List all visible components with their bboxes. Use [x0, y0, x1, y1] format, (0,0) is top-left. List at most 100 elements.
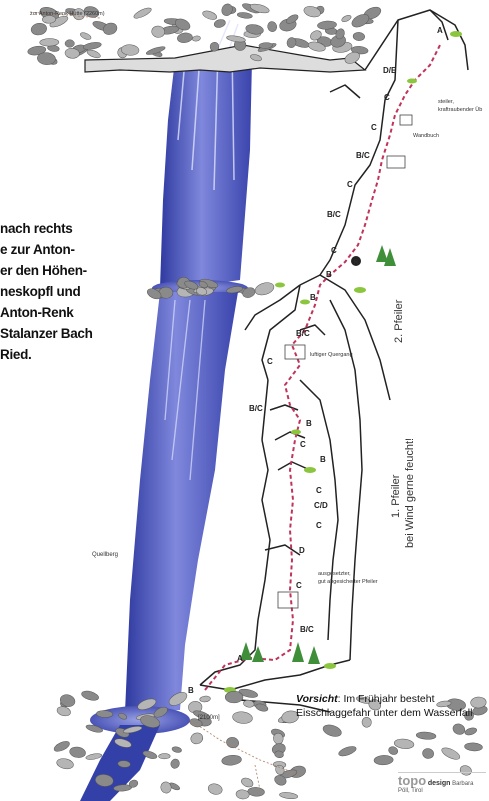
- description-line: Ried.: [0, 344, 175, 365]
- description-line: Anton-Renk: [0, 302, 175, 323]
- boulder: [353, 32, 365, 41]
- boulder: [464, 742, 483, 751]
- topo-design-logo: topo design Barbara Pöll, Tirol: [398, 772, 486, 797]
- boulder: [40, 38, 59, 46]
- boulder: [207, 782, 223, 796]
- grade-label: C: [331, 246, 337, 255]
- grade-label: C: [267, 357, 273, 366]
- grade-label: B/C: [300, 625, 314, 634]
- boulder: [226, 35, 246, 44]
- pillar-2-label: 2. Pfeiler: [393, 299, 405, 343]
- grade-label: B/C: [356, 151, 370, 160]
- boulder: [171, 746, 182, 753]
- boulder: [133, 6, 153, 20]
- logo-mark: topo: [398, 773, 426, 788]
- description-line: Stalanzer Bach: [0, 323, 175, 344]
- boulder: [225, 691, 243, 703]
- boulder: [225, 736, 240, 749]
- grade-label: B/C: [249, 404, 263, 413]
- grade-label: C: [296, 581, 302, 590]
- boulder: [151, 25, 166, 38]
- boulder: [83, 41, 102, 50]
- grade-label: C/D: [314, 501, 328, 510]
- warning-box: Vorsicht: Im Frühjahr besteht Eisschlagg…: [296, 692, 489, 720]
- grade-label: C: [300, 440, 306, 449]
- grade-label: A: [437, 26, 443, 35]
- steep-note-2: kraftraubender Üb: [438, 106, 482, 113]
- description-line: e zur Anton-: [0, 239, 175, 260]
- boulder: [199, 696, 210, 703]
- grade-label: B/C: [296, 329, 310, 338]
- boulder: [232, 711, 253, 725]
- boulder: [221, 754, 242, 766]
- boulder: [374, 755, 394, 765]
- wandbuch-label: Wandbuch: [413, 133, 439, 139]
- boulder: [240, 776, 254, 788]
- boulder: [69, 746, 86, 759]
- description-line: er den Höhen-: [0, 260, 175, 281]
- boulder: [210, 42, 219, 51]
- boulder: [213, 18, 226, 28]
- boulder: [201, 9, 217, 21]
- traverse-note: luftiger Quergang: [310, 352, 353, 358]
- grade-label: A: [237, 654, 243, 663]
- boulder: [65, 40, 74, 48]
- boulder: [177, 32, 193, 44]
- description-line: nach rechts: [0, 218, 175, 239]
- boulder: [422, 747, 435, 759]
- boulder: [440, 745, 461, 761]
- boulder: [259, 42, 273, 49]
- grade-label: B/C: [327, 210, 341, 219]
- boulder: [192, 35, 201, 42]
- boulder: [341, 14, 352, 23]
- grade-label: C: [316, 486, 322, 495]
- faded-note: Quellberg: [92, 552, 118, 558]
- warning-text-1: : Im Frühjahr besteht: [338, 693, 435, 705]
- boulder: [53, 739, 71, 753]
- wind-note-label: bei Wind gerne feucht!: [404, 438, 416, 548]
- exposed-note-2: gut abgesicherter Pfeiler: [318, 579, 378, 585]
- boulder: [464, 727, 478, 737]
- boulder: [247, 787, 264, 797]
- boulder: [236, 789, 250, 799]
- boulder: [86, 48, 101, 59]
- boulder: [79, 31, 92, 41]
- boulder: [81, 689, 100, 702]
- grass-tufts: [224, 31, 462, 693]
- boulder: [170, 758, 181, 770]
- grade-label: B: [326, 270, 332, 279]
- boulder: [159, 753, 171, 759]
- boulder: [189, 731, 204, 745]
- trees: [240, 245, 396, 664]
- boulder: [394, 738, 415, 749]
- grade-label: C: [347, 180, 353, 189]
- grade-label: D/E: [383, 66, 397, 75]
- description-line: neskopfl und: [0, 281, 175, 302]
- bottom-elevation-label: [2100m]: [198, 715, 220, 721]
- boulder: [85, 753, 102, 761]
- boulder: [56, 705, 72, 717]
- boulder: [451, 722, 466, 736]
- boulder: [249, 2, 270, 14]
- boulder: [30, 22, 47, 36]
- grade-label: B: [306, 419, 312, 428]
- logo-word: design: [428, 780, 451, 787]
- boulder: [254, 281, 276, 298]
- boulder: [416, 731, 436, 740]
- grade-label: B: [310, 293, 316, 302]
- grade-label: C: [316, 521, 322, 530]
- boulder: [56, 757, 75, 770]
- boulder: [237, 12, 253, 19]
- grade-label: C: [371, 123, 377, 132]
- grade-label: C: [384, 93, 390, 102]
- steep-note-1: steiler,: [438, 99, 454, 105]
- top-trail-label: zur Anton-Renk Hütte (2260m): [30, 11, 105, 17]
- grade-label: B: [320, 455, 326, 464]
- boulder: [337, 744, 357, 757]
- rescue-marker-label: R: [354, 260, 359, 266]
- warning-text-2: Eisschlaggefahr unter dem Wasserfall: [296, 706, 489, 720]
- grade-label: D: [299, 546, 305, 555]
- boulder: [322, 723, 343, 739]
